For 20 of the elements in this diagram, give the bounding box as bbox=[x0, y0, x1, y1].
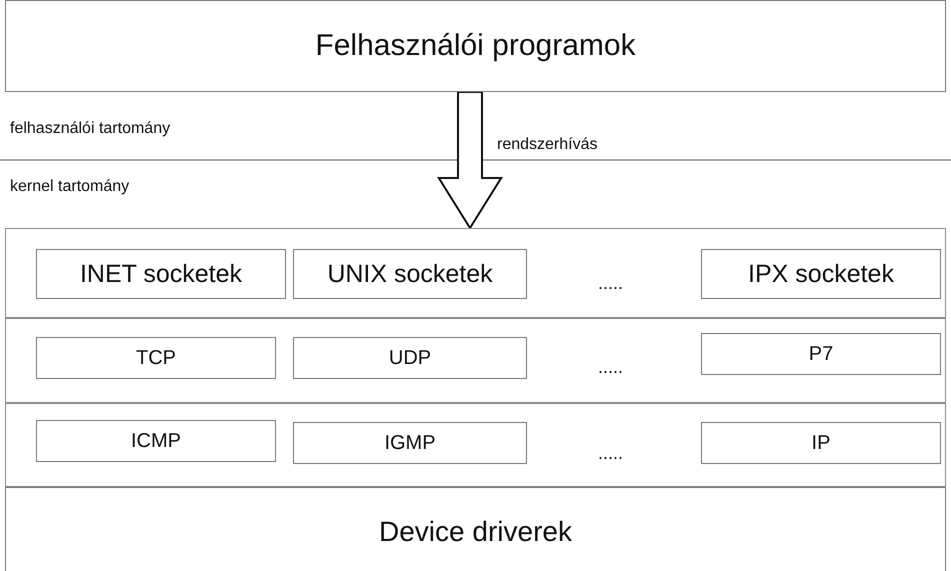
protocol-box: INET socketek bbox=[36, 249, 286, 299]
protocol-box: ICMP bbox=[36, 420, 276, 462]
ellipsis: ..... bbox=[598, 273, 624, 294]
layer-band bbox=[5, 403, 946, 487]
protocol-box: UDP bbox=[293, 337, 527, 379]
protocol-box: IGMP bbox=[293, 422, 527, 464]
protocol-box: TCP bbox=[36, 337, 276, 379]
protocol-box: P7 bbox=[701, 333, 941, 375]
layer-box: Felhasználói programok bbox=[5, 0, 946, 92]
domain-label: kernel tartomány bbox=[10, 178, 130, 196]
layer-band bbox=[5, 228, 946, 318]
protocol-box: IP bbox=[701, 422, 941, 464]
arrow bbox=[437, 91, 503, 230]
ellipsis: ..... bbox=[598, 443, 624, 464]
domain-label: felhasználói tartomány bbox=[10, 120, 170, 138]
ellipsis: ..... bbox=[598, 357, 624, 378]
protocol-box: IPX socketek bbox=[701, 249, 941, 299]
layer-box: Device driverek bbox=[5, 487, 946, 571]
layer-band bbox=[5, 318, 946, 403]
protocol-box: UNIX socketek bbox=[293, 249, 527, 299]
